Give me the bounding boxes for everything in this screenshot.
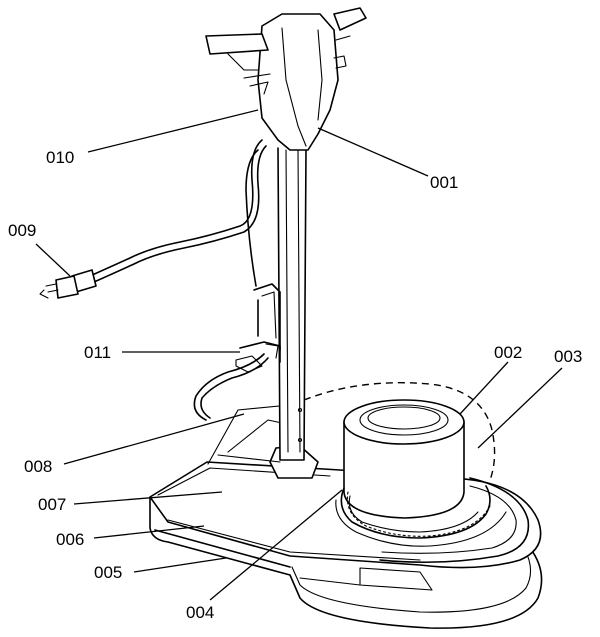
leader-010 (87, 109, 259, 153)
hood-outline (303, 382, 496, 481)
callout-008: 008 (24, 457, 52, 476)
leader-005 (133, 557, 227, 573)
callout-010: 010 (46, 148, 74, 167)
leader-003 (477, 367, 563, 449)
leader-002 (459, 361, 509, 415)
callout-005: 005 (94, 563, 122, 582)
callout-labels: 010 001 009 011 002 003 008 007 006 005 … (8, 148, 582, 622)
callout-004: 004 (186, 603, 214, 622)
drive-ring (335, 485, 507, 547)
leader-006 (93, 525, 205, 539)
leader-001 (317, 127, 429, 177)
power-cord (39, 139, 269, 421)
hood-ring (379, 477, 530, 564)
handle-tube (277, 147, 307, 461)
callout-001: 001 (430, 173, 458, 192)
cord-hook (235, 283, 281, 373)
callout-007: 007 (38, 495, 66, 514)
callout-006: 006 (56, 530, 84, 549)
hood-ring-inner (381, 485, 517, 554)
handle-head (205, 7, 367, 151)
motor-housing (343, 399, 465, 519)
leader-008 (63, 413, 245, 465)
leader-004 (209, 489, 343, 601)
leader-lines (35, 109, 563, 601)
callout-002: 002 (494, 343, 522, 362)
leader-007 (73, 491, 223, 505)
callout-003: 003 (554, 347, 582, 366)
callout-011: 011 (84, 343, 111, 362)
leader-009 (35, 243, 71, 277)
callout-009: 009 (8, 221, 36, 240)
